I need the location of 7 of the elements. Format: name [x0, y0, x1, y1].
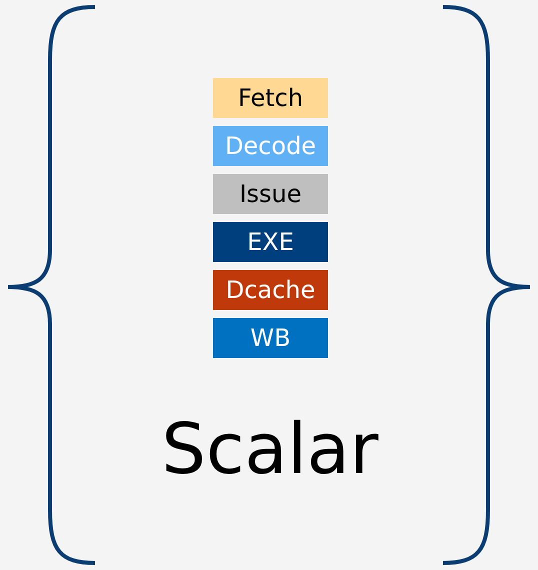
- pipeline-stage-box: Decode: [213, 126, 328, 166]
- pipeline-stage-box: Issue: [213, 174, 328, 214]
- title-label: Scalar: [162, 408, 378, 490]
- pipeline-stage-box: WB: [213, 318, 328, 358]
- pipeline-stage-box: EXE: [213, 222, 328, 262]
- pipeline-stage-box: Dcache: [213, 270, 328, 310]
- pipeline-stage-box: Fetch: [213, 78, 328, 118]
